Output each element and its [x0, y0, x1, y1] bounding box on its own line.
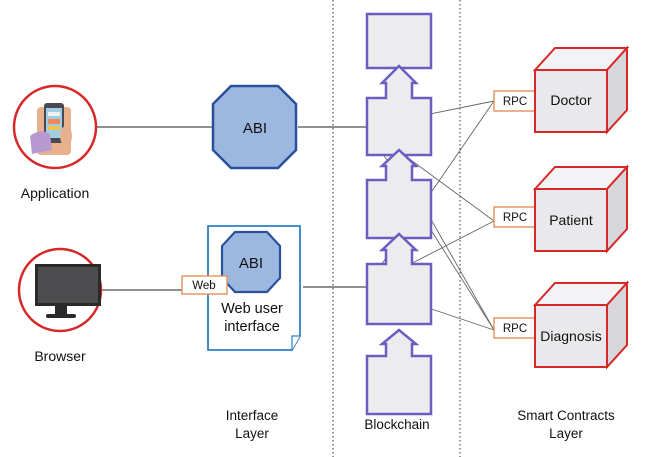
web-tag — [181, 275, 228, 295]
rpc-label-diagnosis: RPC — [503, 323, 527, 335]
patient-label: Patient — [549, 212, 593, 228]
block-2 — [365, 64, 433, 157]
phone-hand-icon — [30, 103, 72, 155]
web-ui-document — [207, 225, 301, 351]
contract-cube-doctor — [532, 45, 630, 135]
smart-contracts-layer-label-line1: Smart Contracts — [517, 408, 615, 423]
contract-cube-patient — [532, 164, 630, 254]
web-ui-label-line2: interface — [224, 319, 280, 335]
web-tag-label: Web — [192, 280, 215, 292]
interface-layer-label-line2: Layer — [235, 426, 269, 441]
monitor-icon — [35, 264, 101, 318]
application-client — [12, 84, 98, 170]
block-1 — [365, 12, 433, 70]
web-abi-label: ABI — [239, 255, 263, 272]
block-4 — [365, 232, 433, 326]
browser-client — [17, 247, 103, 333]
block-5 — [365, 328, 433, 416]
abi-octagon — [211, 84, 298, 170]
web-ui-label-line1: Web user — [221, 301, 283, 317]
browser-label: Browser — [34, 348, 86, 364]
interface-layer-label-line1: Interface — [226, 408, 279, 423]
application-label: Application — [21, 185, 90, 201]
doctor-label: Doctor — [550, 92, 592, 108]
contract-cube-diagnosis — [532, 280, 630, 370]
abi-label: ABI — [243, 120, 267, 137]
diagnosis-label: Diagnosis — [540, 328, 601, 344]
blockchain-layer-label: Blockchain — [364, 417, 429, 432]
blockchain-chain — [365, 12, 433, 416]
web-abi-octagon — [220, 230, 282, 294]
rpc-label-patient: RPC — [503, 212, 527, 224]
block-3 — [365, 148, 433, 240]
rpc-label-doctor: RPC — [503, 96, 527, 108]
smart-contracts-layer-label-line2: Layer — [549, 426, 583, 441]
